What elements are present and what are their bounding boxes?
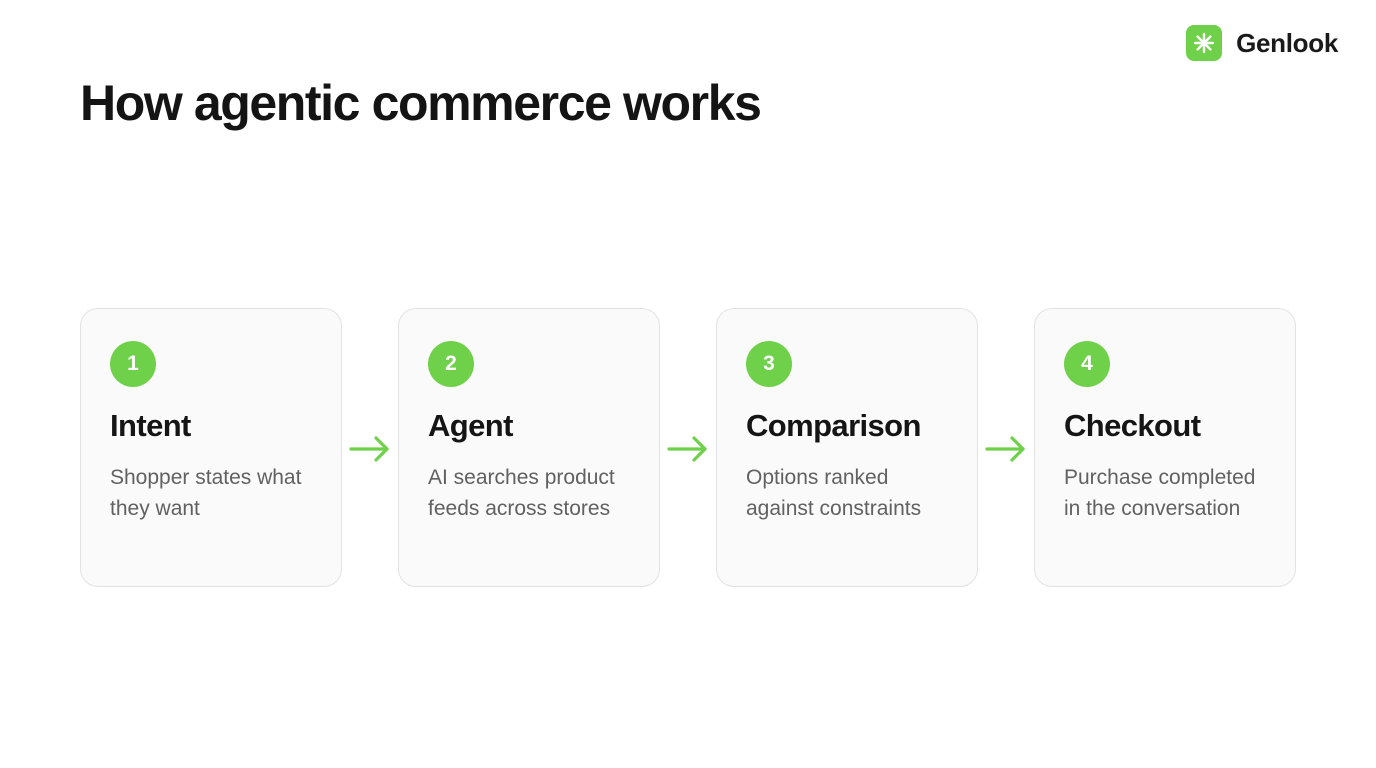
sparkle-icon xyxy=(1186,25,1223,61)
step-description: Purchase completed in the conversation xyxy=(1064,466,1256,520)
step-card-agent: 2 Agent AI searches product feeds across… xyxy=(398,308,660,587)
step-title: Checkout xyxy=(1064,408,1201,443)
page-title: How agentic commerce works xyxy=(80,75,762,131)
brand-logo: Genlook xyxy=(1186,25,1338,61)
step-title: Intent xyxy=(110,408,191,443)
brand-name: Genlook xyxy=(1236,27,1338,58)
step-description: Shopper states what they want xyxy=(110,466,302,520)
arrow-right-icon xyxy=(978,308,1034,587)
step-description: Options ranked against constraints xyxy=(746,466,922,520)
step-card-intent: 1 Intent Shopper states what they want xyxy=(80,308,342,587)
step-number-badge: 3 xyxy=(746,341,792,387)
step-title: Comparison xyxy=(746,408,921,443)
arrow-right-icon xyxy=(660,308,716,587)
step-card-checkout: 4 Checkout Purchase completed in the con… xyxy=(1034,308,1296,587)
step-card-comparison: 3 Comparison Options ranked against cons… xyxy=(716,308,978,587)
process-flow: 1 Intent Shopper states what they want 2… xyxy=(80,308,1296,587)
step-description: AI searches product feeds across stores xyxy=(428,466,615,520)
step-number-badge: 4 xyxy=(1064,341,1110,387)
step-title: Agent xyxy=(428,408,513,443)
arrow-right-icon xyxy=(342,308,398,587)
step-number-badge: 2 xyxy=(428,341,474,387)
step-number-badge: 1 xyxy=(110,341,156,387)
